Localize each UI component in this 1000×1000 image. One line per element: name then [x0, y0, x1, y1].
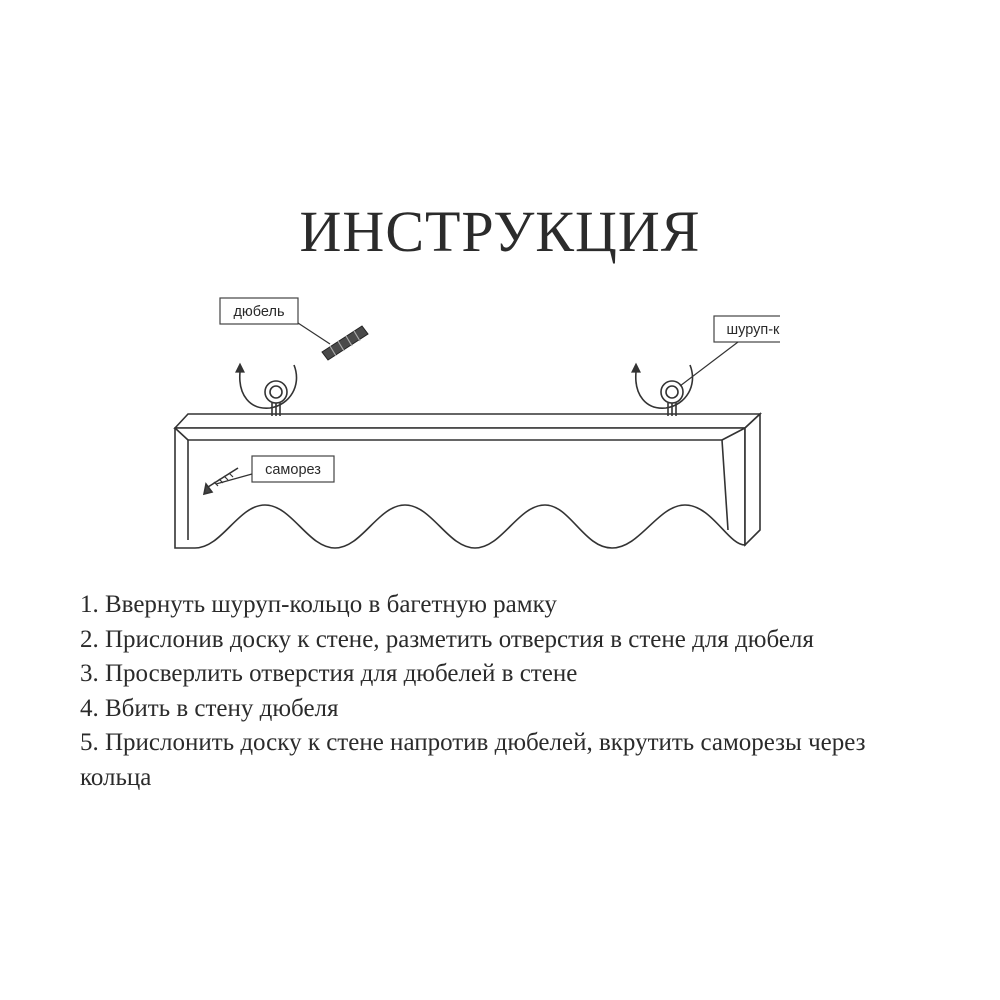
label-dowel: дюбель	[233, 304, 284, 320]
frame-top-face	[173, 413, 763, 429]
callout-wood-screw: саморез	[215, 455, 335, 485]
ring-screw-left	[239, 364, 298, 416]
page-title: ИНСТРУКЦИЯ	[299, 199, 701, 264]
arrow-left-icon	[235, 362, 245, 373]
instruction-steps: 1. Ввернуть шуруп-кольцо в багетную рамк…	[80, 588, 960, 795]
step-item: 3. Просверлить отверстия для дюбелей в с…	[80, 660, 578, 687]
step-item: 5. Прислонить доску к стене напротив дюб…	[80, 729, 866, 791]
arrow-right-icon	[631, 362, 641, 373]
label-wood-screw: саморез	[265, 462, 321, 478]
frame-front-outline	[174, 427, 746, 549]
step-item: 1. Ввернуть шуруп-кольцо в багетную рамк…	[80, 591, 557, 618]
ring-screw-right	[635, 364, 694, 416]
callout-dowel: дюбель	[219, 297, 331, 345]
dowel-icon	[321, 325, 369, 361]
step-item: 2. Прислонив доску к стене, разметить от…	[80, 625, 814, 653]
frame-side-face	[744, 412, 761, 547]
label-ring-screw: шуруп-кольцо	[726, 322, 780, 338]
mounting-diagram: дюбель шуруп-кольцо саморез	[173, 297, 780, 549]
callout-ring-screw: шуруп-кольцо	[679, 315, 780, 387]
step-item: 4. Вбить в стену дюбеля	[80, 694, 339, 722]
